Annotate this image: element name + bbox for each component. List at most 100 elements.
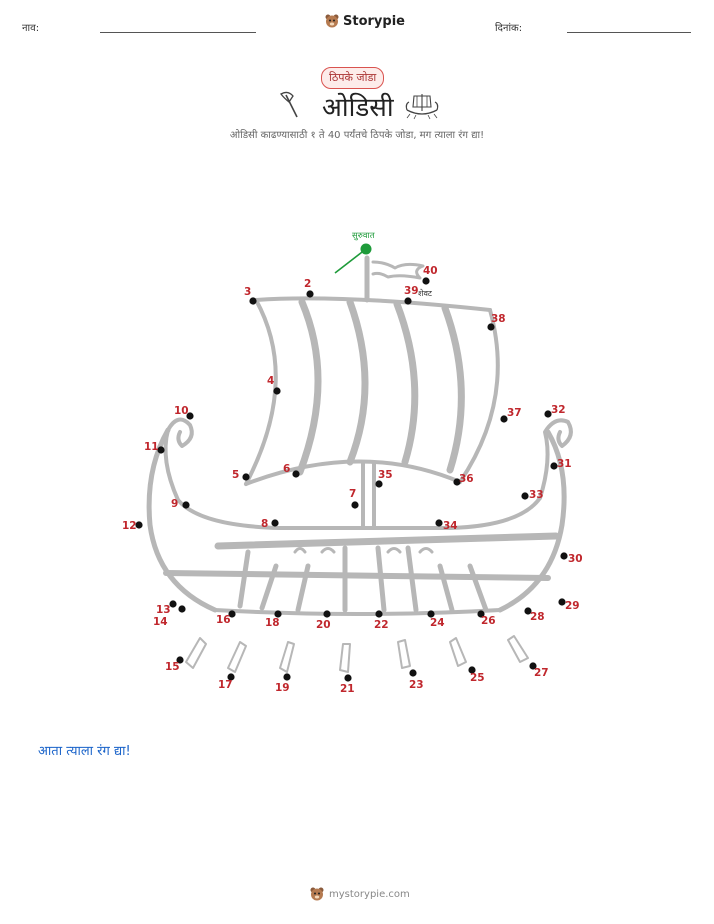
- dot-14[interactable]: [178, 605, 186, 613]
- page-title: ओडिसी: [322, 93, 394, 123]
- dot-16[interactable]: [228, 610, 236, 618]
- dot-29[interactable]: [558, 598, 566, 606]
- dot-label-21: 21: [340, 683, 355, 695]
- dot-26[interactable]: [477, 610, 485, 618]
- dot-3[interactable]: [249, 297, 257, 305]
- dot-38[interactable]: [487, 323, 495, 331]
- dot-label-5: 5: [232, 469, 239, 481]
- dot-label-29: 29: [565, 600, 580, 612]
- instructions-subtitle: ओडिसी काढण्यासाठी १ ते 40 पर्यंतचे ठिपके…: [229, 130, 485, 141]
- dot-label-27: 27: [534, 667, 549, 679]
- dot-label-25: 25: [470, 672, 485, 684]
- dot-12[interactable]: [135, 521, 143, 529]
- footer: mystorypie.com: [309, 886, 410, 902]
- color-instruction: आता त्याला रंग द्या!: [38, 744, 131, 759]
- dot-20[interactable]: [323, 610, 331, 618]
- dot-label-30: 30: [568, 553, 583, 565]
- dot-label-6: 6: [283, 463, 290, 475]
- dot-15[interactable]: [176, 656, 184, 664]
- dot-39[interactable]: [404, 297, 412, 305]
- dot-2[interactable]: [306, 290, 314, 298]
- dot-25[interactable]: [468, 666, 476, 674]
- dot-32[interactable]: [544, 410, 552, 418]
- dot-30[interactable]: [560, 552, 568, 560]
- dot-22[interactable]: [375, 610, 383, 618]
- dot-label-15: 15: [165, 661, 180, 673]
- dot-label-39: 39: [404, 285, 419, 297]
- bear-icon: [310, 887, 324, 901]
- dot-13[interactable]: [169, 600, 177, 608]
- dot-label-3: 3: [244, 286, 251, 298]
- dot-label-35: 35: [378, 469, 393, 481]
- brand-logo: Storypie: [324, 13, 405, 29]
- dot-label-18: 18: [265, 617, 280, 629]
- dot-35[interactable]: [375, 480, 383, 488]
- dot-31[interactable]: [550, 462, 558, 470]
- dot-36[interactable]: [453, 478, 461, 486]
- ship-outline: [146, 255, 573, 673]
- dot-11[interactable]: [157, 446, 165, 454]
- dot-33[interactable]: [521, 492, 529, 500]
- name-label: नाव:: [22, 23, 40, 34]
- dot-5[interactable]: [242, 473, 250, 481]
- dot-label-16: 16: [216, 614, 231, 626]
- dot-label-4: 4: [267, 375, 274, 387]
- dot-label-23: 23: [409, 679, 424, 691]
- dot-label-12: 12: [122, 520, 137, 532]
- dot-10[interactable]: [186, 412, 194, 420]
- date-label: दिनांक:: [495, 23, 523, 34]
- dot-label-17: 17: [218, 679, 233, 691]
- dot-7[interactable]: [351, 501, 359, 509]
- dot-label-2: 2: [304, 278, 311, 290]
- dot-label-20: 20: [316, 619, 331, 631]
- end-label: शेवट: [418, 288, 433, 298]
- name-line[interactable]: [100, 32, 256, 33]
- dot-label-13: 13: [156, 604, 171, 616]
- dot-label-31: 31: [557, 458, 572, 470]
- axe-icon: [280, 91, 298, 118]
- bear-icon: [325, 14, 339, 28]
- start-label: सुरुवात: [352, 231, 375, 241]
- dot-37[interactable]: [500, 415, 508, 423]
- dot-label-14: 14: [153, 616, 168, 628]
- dot-label-7: 7: [349, 488, 356, 500]
- dot-label-26: 26: [481, 615, 496, 627]
- dot-label-19: 19: [275, 682, 290, 694]
- dot-27[interactable]: [529, 662, 537, 670]
- dot-label-37: 37: [507, 407, 522, 419]
- dot-19[interactable]: [283, 673, 291, 681]
- dot-label-28: 28: [530, 611, 545, 623]
- dot-label-34: 34: [443, 520, 458, 532]
- dot-4[interactable]: [273, 387, 281, 395]
- dot-label-11: 11: [144, 441, 159, 453]
- dot-40[interactable]: [422, 277, 430, 285]
- dot-label-10: 10: [174, 405, 189, 417]
- dot-label-8: 8: [261, 518, 268, 530]
- dot-28[interactable]: [524, 607, 532, 615]
- dot-label-38: 38: [491, 313, 506, 325]
- dot-label-22: 22: [374, 619, 389, 631]
- dot-9[interactable]: [182, 501, 190, 509]
- dot-label-40: 40: [423, 265, 438, 277]
- dot-24[interactable]: [427, 610, 435, 618]
- dot-6[interactable]: [292, 470, 300, 478]
- dot-label-24: 24: [430, 617, 445, 629]
- dot-17[interactable]: [227, 673, 235, 681]
- dot-18[interactable]: [274, 610, 282, 618]
- dot-21[interactable]: [344, 674, 352, 682]
- start-dot[interactable]: [360, 243, 372, 255]
- date-line[interactable]: [567, 32, 691, 33]
- activity-badge: ठिपके जोडा: [321, 67, 385, 89]
- footer-site[interactable]: mystorypie.com: [329, 888, 410, 900]
- brand-name: Storypie: [343, 13, 405, 29]
- dot-label-36: 36: [459, 473, 474, 485]
- dot-34[interactable]: [435, 519, 443, 527]
- dot-label-33: 33: [529, 489, 544, 501]
- dot-label-9: 9: [171, 498, 178, 510]
- dot-23[interactable]: [409, 669, 417, 677]
- dot-8[interactable]: [271, 519, 279, 527]
- start-arrow: [334, 248, 367, 274]
- dot-label-32: 32: [551, 404, 566, 416]
